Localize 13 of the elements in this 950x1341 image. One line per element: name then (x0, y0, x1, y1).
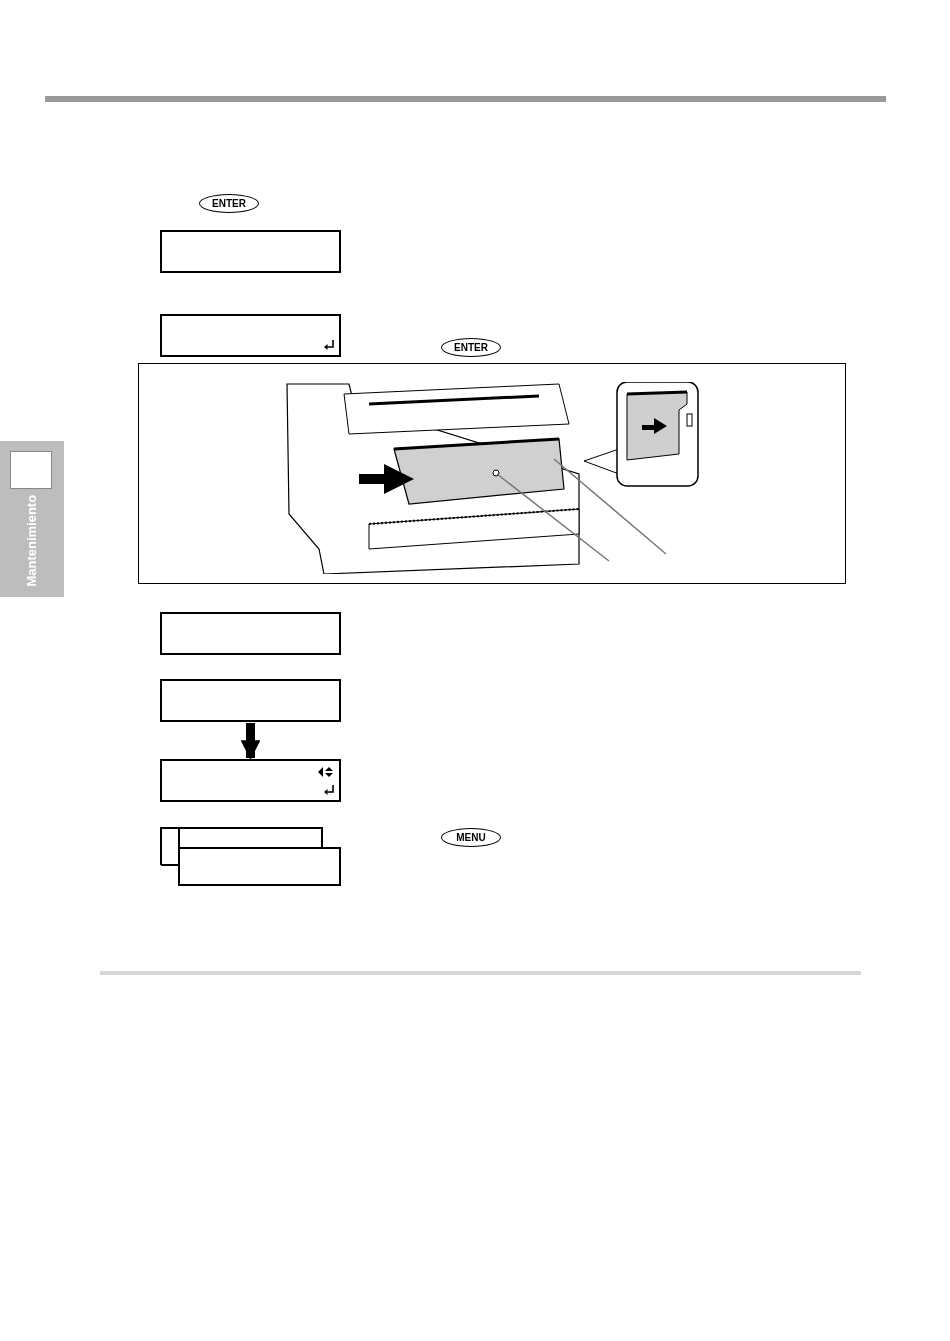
lcd-display (160, 230, 341, 273)
key-button: ENTER (441, 338, 501, 357)
lcd-display (160, 759, 341, 802)
lcd-display (160, 679, 341, 722)
key-button: MENU (441, 828, 501, 847)
key-button: ENTER (199, 194, 259, 213)
lcd-display (160, 314, 341, 357)
lcd-display (160, 612, 341, 655)
chapter-label: Mantenimiento (24, 494, 40, 589)
lcd-display-behind (160, 827, 323, 866)
chapter-tab (0, 441, 64, 597)
flow-arrow (240, 723, 261, 760)
lcd-display (178, 847, 341, 886)
